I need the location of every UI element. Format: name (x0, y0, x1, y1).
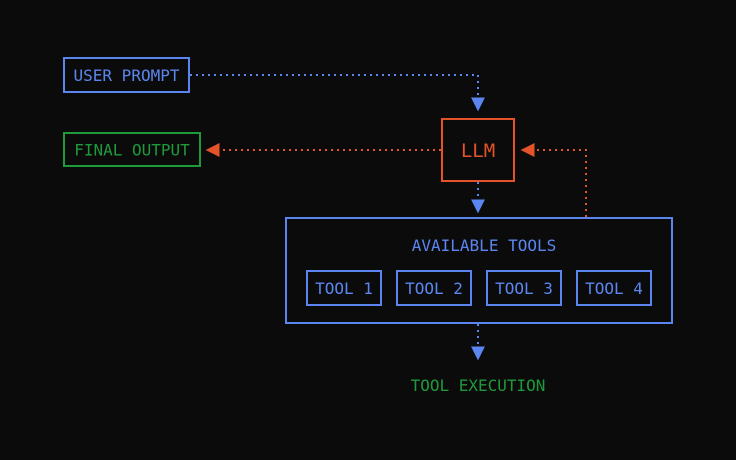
final-output-node: FINAL OUTPUT (63, 132, 201, 167)
llm-node: LLM (441, 118, 515, 182)
user-prompt-node: USER PROMPT (63, 57, 190, 93)
user-prompt-label: USER PROMPT (74, 66, 180, 85)
final-output-label: FINAL OUTPUT (74, 141, 190, 160)
available-tools-container: AVAILABLE TOOLS TOOL 1 TOOL 2 TOOL 3 TOO… (285, 217, 673, 324)
tool-execution-label: TOOL EXECUTION (411, 376, 546, 395)
edge-tools-to-llm (520, 143, 587, 217)
tool-1-node: TOOL 1 (306, 270, 382, 306)
tool-2-node: TOOL 2 (396, 270, 472, 306)
llm-label: LLM (461, 140, 495, 162)
available-tools-label: AVAILABLE TOOLS (412, 236, 557, 255)
tool-1-label: TOOL 1 (315, 279, 373, 298)
tool-4-label: TOOL 4 (585, 279, 643, 298)
edge-user-prompt-to-llm (190, 74, 485, 112)
tool-3-node: TOOL 3 (486, 270, 562, 306)
tool-2-label: TOOL 2 (405, 279, 463, 298)
tool-3-label: TOOL 3 (495, 279, 553, 298)
tool-4-node: TOOL 4 (576, 270, 652, 306)
